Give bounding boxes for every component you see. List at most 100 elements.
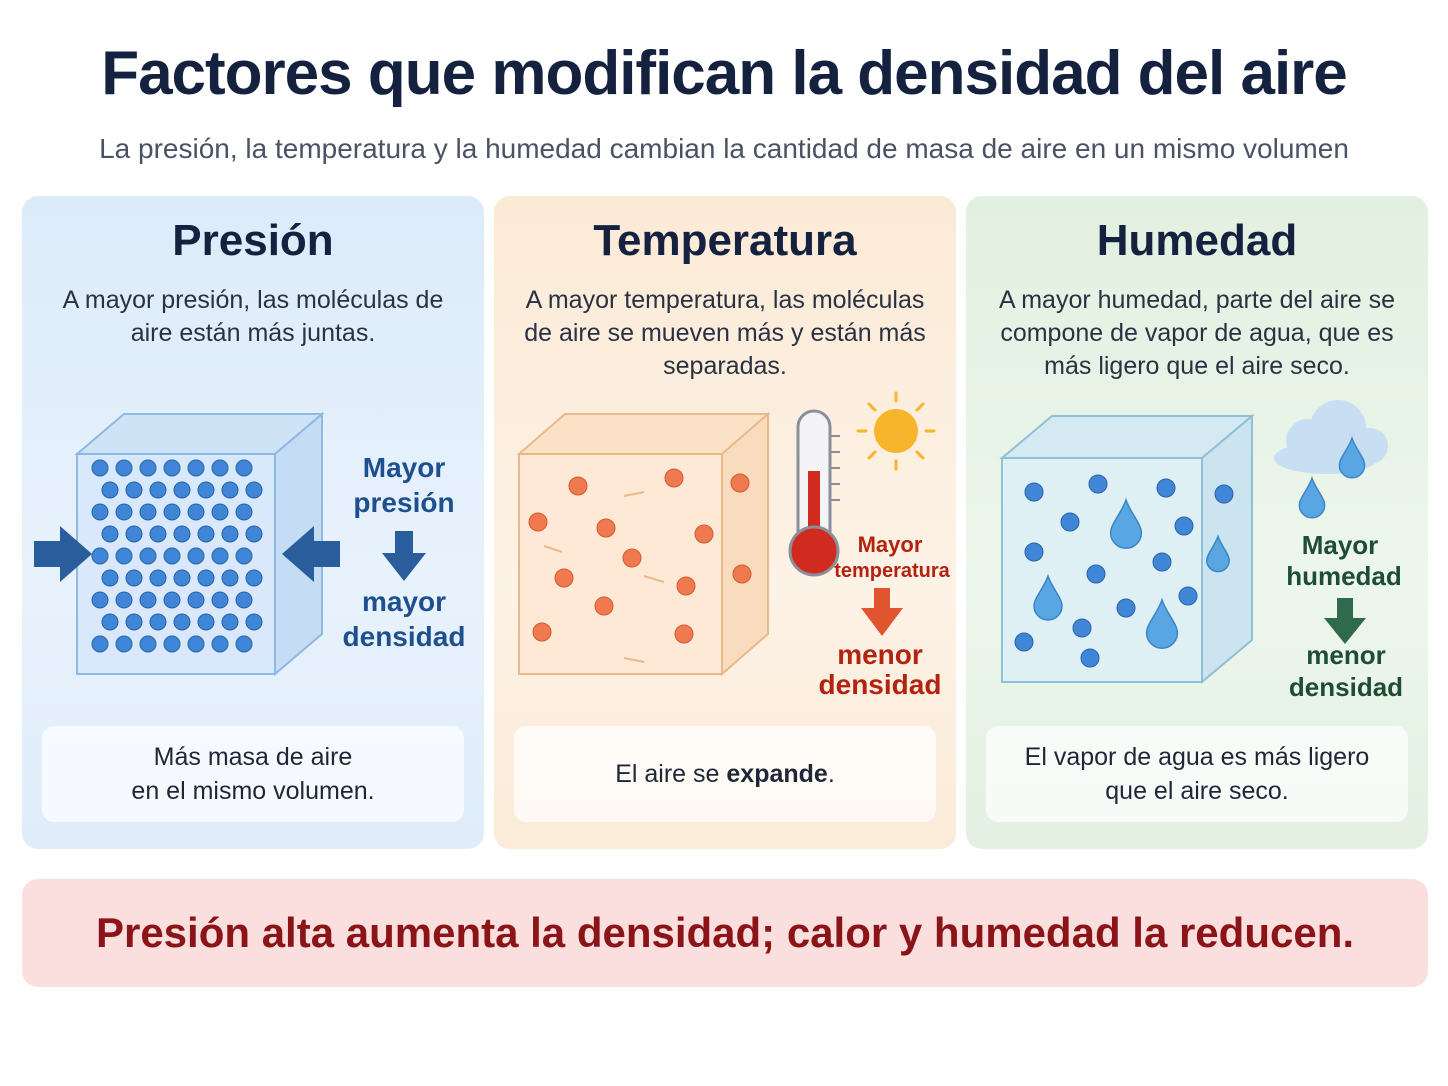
molecule-dot — [221, 613, 239, 631]
temperature-title: Temperatura — [593, 216, 857, 265]
molecule-dot — [139, 547, 157, 565]
molecule-dot — [115, 635, 133, 653]
molecule-dot — [101, 613, 119, 631]
molecule-dot — [91, 635, 109, 653]
molecule-dot — [221, 569, 239, 587]
humidity-label-top-1: Mayor — [1302, 530, 1379, 560]
molecule-dot — [211, 547, 229, 565]
molecule-dot — [163, 635, 181, 653]
molecule-dot — [101, 569, 119, 587]
pressure-label-bottom-1: mayor — [362, 586, 446, 617]
molecule-dot — [125, 613, 143, 631]
molecule-dot — [125, 481, 143, 499]
molecule-dot — [622, 548, 642, 568]
molecule-dot — [139, 591, 157, 609]
humidity-panel: Mayor humedad menor densidad Humedad A m… — [966, 196, 1428, 849]
molecule-dot — [1072, 618, 1092, 638]
molecule-dot — [115, 591, 133, 609]
molecule-dot — [149, 481, 167, 499]
pressure-note-text: Más masa de aire en el mismo volumen. — [131, 743, 375, 805]
molecule-dot — [1214, 484, 1234, 504]
water-drop-icon — [1206, 534, 1230, 573]
water-drop-icon — [1109, 497, 1143, 549]
temperature-note-bold: expande — [726, 760, 828, 788]
molecule-dot — [1014, 632, 1034, 652]
molecule-dot — [211, 503, 229, 521]
molecule-dot — [1178, 586, 1198, 606]
molecule-dot — [235, 591, 253, 609]
molecule-dot — [163, 459, 181, 477]
humidity-label-bottom-2: densidad — [1289, 672, 1403, 702]
molecule-dot — [149, 613, 167, 631]
motion-line — [623, 657, 645, 663]
molecule-dot — [173, 613, 191, 631]
molecule-dot — [221, 481, 239, 499]
humidity-note: El vapor de agua es más ligero que el ai… — [986, 726, 1408, 822]
temperature-panel: Mayor temperatura menor densidad Tempera… — [494, 196, 956, 849]
molecule-dot — [596, 518, 616, 538]
pressure-title: Presión — [172, 216, 334, 265]
molecule-dot — [197, 569, 215, 587]
molecule-dot — [676, 576, 696, 596]
molecule-dot — [91, 591, 109, 609]
molecule-dot — [187, 503, 205, 521]
compress-arrow-left-icon — [34, 526, 92, 582]
water-drop-icon — [1145, 597, 1179, 649]
molecule-dot — [554, 568, 574, 588]
humidity-illustration: Mayor humedad menor densidad — [999, 400, 1403, 702]
temperature-note-text: El aire se expande. — [615, 757, 835, 791]
molecule-dot — [1174, 516, 1194, 536]
water-drop-icon — [1338, 435, 1366, 479]
molecule-dot — [115, 459, 133, 477]
motion-line — [543, 545, 563, 553]
molecule-dot — [91, 547, 109, 565]
molecule-dot — [101, 481, 119, 499]
molecule-dot — [173, 569, 191, 587]
thermometer-icon — [788, 409, 840, 577]
cloud-icon — [1274, 400, 1388, 474]
molecule-dot — [568, 476, 588, 496]
molecule-dot — [1088, 474, 1108, 494]
humidity-description: A mayor humedad, parte del aire se compo… — [998, 286, 1396, 380]
motion-line — [643, 575, 665, 583]
molecule-dot — [245, 569, 263, 587]
page-title: Factores que modifican la densidad del a… — [101, 39, 1348, 108]
molecule-dot — [730, 473, 750, 493]
molecule-dot — [173, 525, 191, 543]
sun-icon — [856, 391, 936, 471]
pressure-illustration: Mayor presión mayor densidad — [34, 411, 466, 677]
molecule-dot — [173, 481, 191, 499]
pressure-label-top-1: Mayor — [363, 452, 446, 483]
molecule-dot — [149, 569, 167, 587]
molecule-dot — [528, 512, 548, 532]
pressure-panel: Mayor presión mayor densidad Presión A m… — [22, 196, 484, 849]
water-drop-icon — [1033, 573, 1063, 621]
molecule-dot — [1152, 552, 1172, 572]
molecule-dot — [1080, 648, 1100, 668]
temperature-label-top-1: Mayor — [858, 532, 923, 557]
down-arrow-icon — [382, 531, 426, 581]
pressure-label-bottom-2: densidad — [343, 621, 466, 652]
humidity-title: Humedad — [1096, 216, 1298, 265]
molecule-dot — [115, 503, 133, 521]
molecule-dot — [1024, 542, 1044, 562]
compress-arrow-right-icon — [282, 526, 340, 582]
molecule-dot — [245, 481, 263, 499]
molecule-dot — [163, 591, 181, 609]
page-subtitle: La presión, la temperatura y la humedad … — [99, 133, 1349, 164]
molecule-dot — [91, 459, 109, 477]
pressure-note: Más masa de aire en el mismo volumen. — [42, 726, 464, 822]
molecule-dot — [235, 547, 253, 565]
humidity-cube-icon — [999, 413, 1255, 685]
molecule-dot — [1024, 482, 1044, 502]
pressure-cube-icon — [74, 411, 325, 677]
molecule-dot — [532, 622, 552, 642]
molecule-dot — [187, 547, 205, 565]
conclusion-text: Presión alta aumenta la densidad; calor … — [95, 909, 1355, 956]
molecule-dot — [197, 481, 215, 499]
temperature-note-prefix: El aire se — [615, 760, 727, 788]
molecule-dot — [235, 503, 253, 521]
molecule-dot — [674, 624, 694, 644]
molecule-dot — [139, 503, 157, 521]
molecule-dot — [139, 635, 157, 653]
